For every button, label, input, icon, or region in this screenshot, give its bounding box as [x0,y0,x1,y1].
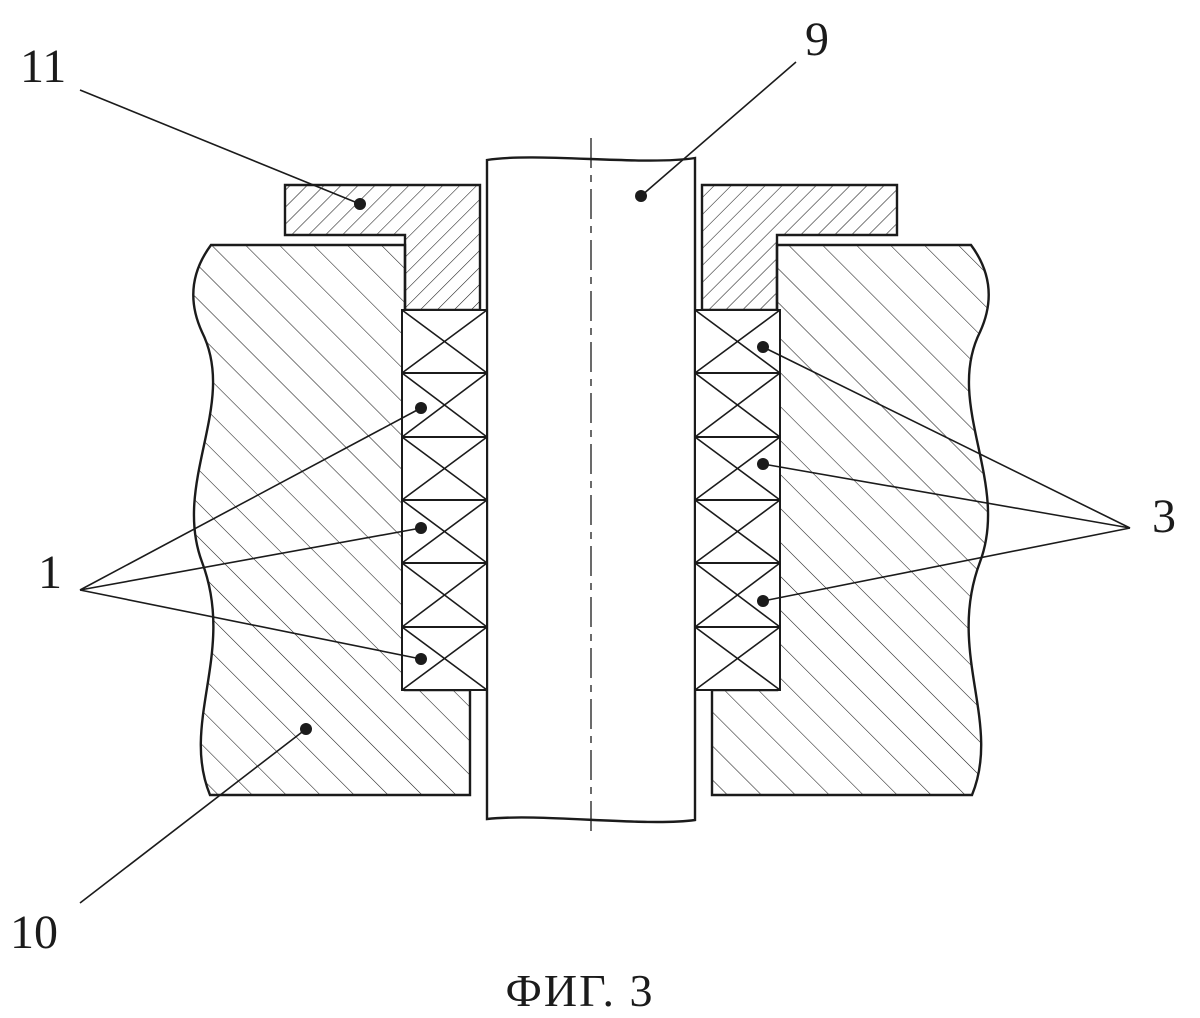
packing-stack-left [401,309,488,691]
shaft [485,156,697,824]
ref-label-11: 11 [20,40,66,93]
ref-label-10: 10 [10,906,58,959]
ref-label-1: 1 [38,546,62,599]
callout-dot-11 [354,198,366,210]
callout-dots [300,190,769,735]
housing-section-left [192,243,472,797]
leader-line-3a [762,346,1131,529]
leader-line-1a [79,407,422,591]
ref-label-3: 3 [1152,490,1176,543]
leader-line-9 [640,61,797,197]
leader-line-10 [79,728,307,904]
callout-dot-10 [300,723,312,735]
packing-stack-right [694,309,781,691]
callout-dot-1a [415,402,427,414]
leader-line-1c [79,589,422,660]
leader-line-1b [79,527,422,591]
leader-line-3c [762,527,1131,602]
leader-line-11 [79,89,361,205]
figure-caption: ФИГ. 3 [506,965,655,1016]
callout-dot-9 [635,190,647,202]
ref-label-9: 9 [805,13,829,66]
leader-line-3b [762,463,1131,529]
callout-dot-3b [757,458,769,470]
leader-lines [79,61,1131,904]
callout-dot-3a [757,341,769,353]
callout-dot-3c [757,595,769,607]
callout-dot-1c [415,653,427,665]
callout-dot-1b [415,522,427,534]
housing-section-right [710,243,990,797]
